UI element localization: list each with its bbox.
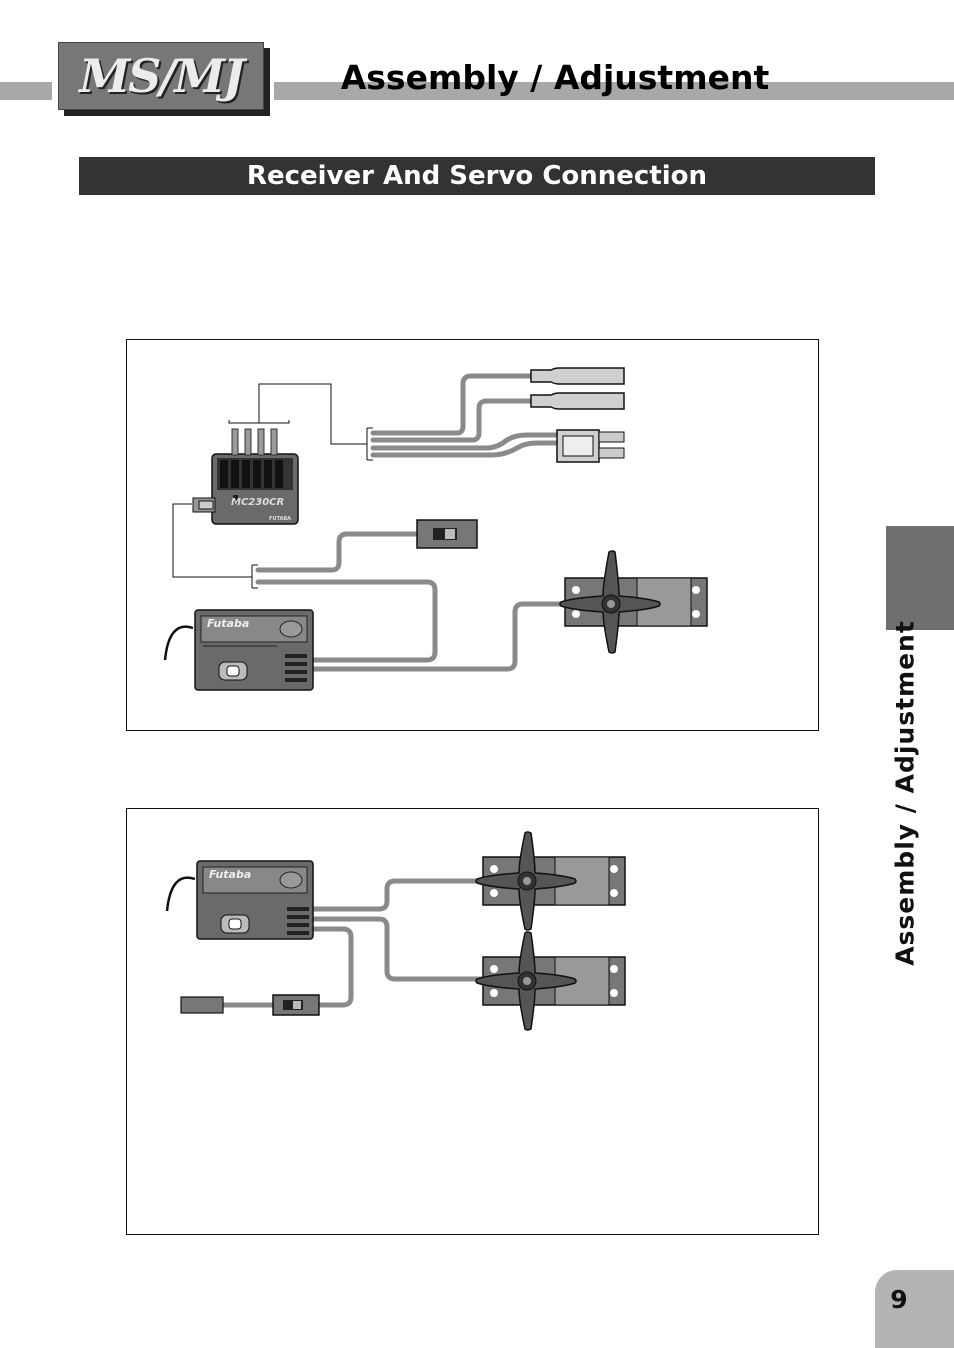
header-bar-left	[0, 82, 52, 100]
servo-icon-top	[475, 831, 626, 931]
leader-lines	[172, 383, 373, 589]
logo-text: MS/MJ	[79, 49, 245, 103]
receiver-wires-2	[310, 878, 486, 1008]
header-bar-right	[274, 82, 954, 100]
page-title: Assembly / Adjustment	[340, 58, 770, 97]
motor-lead-connectors	[530, 367, 625, 410]
receiver-2: Futaba	[165, 860, 314, 940]
speed-controller: MC230CR FUTABA	[192, 428, 299, 525]
page-number: 9	[890, 1285, 908, 1314]
side-tab	[886, 526, 954, 630]
speed-controller-model: MC230CR	[231, 497, 284, 508]
diagram-glow-drawing: Futaba	[165, 831, 626, 1031]
switch-wire	[255, 531, 420, 573]
battery-connector-icon	[556, 429, 625, 463]
diagram-glow: Futaba	[126, 808, 819, 1235]
receiver-wires	[255, 579, 570, 672]
servo-icon-bottom	[475, 931, 626, 1031]
diagram-electric: MC230CR FUTABA Futaba	[126, 339, 819, 731]
side-label-text: Assembly / Adjustment	[890, 619, 920, 966]
battery-switch-harness	[180, 994, 320, 1016]
section-title: Receiver And Servo Connection	[79, 157, 875, 195]
page-number-tab	[875, 1270, 954, 1348]
side-label: Assembly / Adjustment	[890, 620, 920, 966]
power-wires	[370, 373, 560, 458]
diagram-electric-drawing: MC230CR FUTABA Futaba	[163, 367, 708, 691]
speed-controller-brand: FUTABA	[269, 516, 291, 522]
servo-icon	[559, 550, 708, 654]
receiver: Futaba	[163, 609, 314, 691]
power-switch-icon	[416, 519, 478, 549]
receiver-brand: Futaba	[207, 617, 249, 630]
logo: MS/MJ	[58, 42, 264, 110]
receiver-brand-2: Futaba	[209, 868, 251, 881]
